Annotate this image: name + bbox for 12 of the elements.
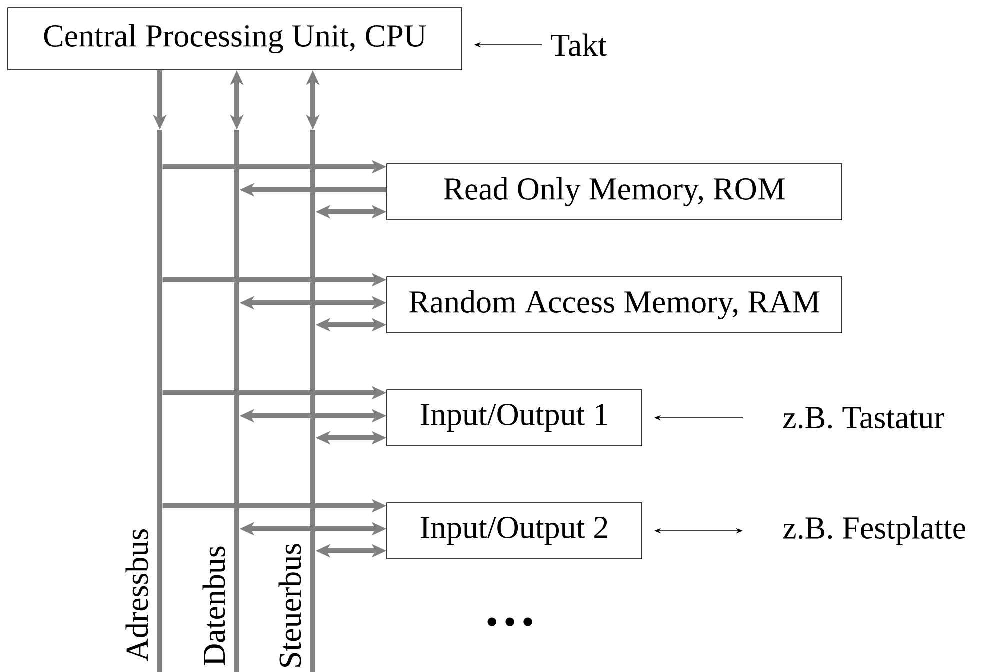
bus-label: Datenbus: [202, 546, 226, 666]
bus-label: Adressbus: [126, 530, 148, 662]
text-label: Takt: [551, 34, 607, 56]
box: Random Access Memory, RAM: [386, 276, 842, 334]
box: Input/Output 2: [386, 502, 642, 560]
box: Read Only Memory, ROM: [386, 164, 842, 220]
bus-label: Steuerbus: [278, 544, 302, 667]
box: Input/Output 1: [386, 390, 642, 446]
text-label: z.B. Tastatur: [783, 407, 945, 429]
box: Central Processing Unit, CPU: [8, 8, 462, 70]
ellipsis: …: [488, 618, 532, 626]
text-label: z.B. Festplatte: [783, 516, 966, 546]
